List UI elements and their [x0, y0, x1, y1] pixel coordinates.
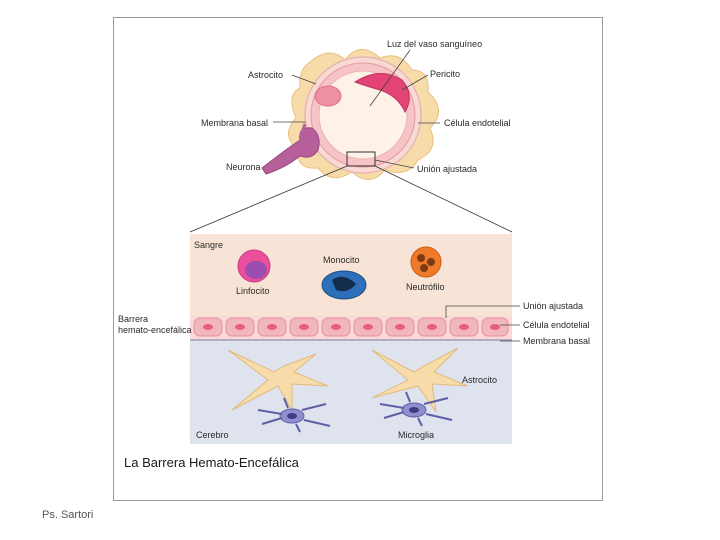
label-endothelial-bottom: Célula endotelial: [523, 320, 590, 330]
neutrophil-cell: [410, 246, 442, 278]
pericyte-shape: [353, 73, 410, 114]
label-tight-junction-top: Unión ajustada: [417, 164, 477, 174]
endothelial-nucleus: [314, 85, 342, 107]
tight-junction-box: [346, 151, 376, 167]
label-lumen: Luz del vaso sanguíneo: [387, 39, 482, 49]
neutrophil-lobe: [427, 258, 435, 266]
astrocyte-left: [227, 349, 329, 412]
vessel-cross-section: [189, 49, 513, 233]
neutrophil-lobe: [417, 254, 425, 262]
barrier-detail: [190, 234, 520, 444]
neuron-shape: [261, 127, 320, 175]
label-lymphocyte: Linfocito: [236, 286, 270, 296]
label-astrocyte-top: Astrocito: [248, 70, 283, 80]
label-neuron: Neurona: [226, 162, 261, 172]
monocyte-nucleus: [332, 276, 356, 292]
microglia-right: [379, 391, 453, 427]
vessel-lumen: [318, 70, 408, 160]
label-monocyte: Monocito: [323, 255, 360, 265]
author-credit: Ps. Sartori: [42, 509, 94, 521]
neutrophil-lobe: [420, 264, 428, 272]
label-pericyte: Pericito: [430, 69, 460, 79]
lymphocyte-nucleus: [245, 261, 267, 279]
label-endothelial-top: Célula endotelial: [444, 118, 511, 128]
label-tight-junction-bottom: Unión ajustada: [523, 301, 583, 311]
label-astrocyte-bottom: Astrocito: [462, 375, 497, 385]
astrocyte-right: [371, 347, 469, 413]
microglia-left: [257, 397, 331, 433]
label-basal-membrane-bottom: Membrana basal: [523, 336, 590, 346]
label-brain: Cerebro: [196, 430, 229, 440]
figure-caption: La Barrera Hemato-Encefálica: [124, 455, 300, 470]
label-barrier-1: Barrera: [118, 314, 148, 324]
label-neutrophil: Neutrófilo: [406, 282, 445, 292]
endothelial-cells: [193, 317, 509, 337]
label-basal-membrane-top: Membrana basal: [201, 118, 268, 128]
label-barrier-2: hemato-encefálica: [118, 325, 192, 335]
label-microglia: Microglia: [398, 430, 434, 440]
label-blood: Sangre: [194, 240, 223, 250]
